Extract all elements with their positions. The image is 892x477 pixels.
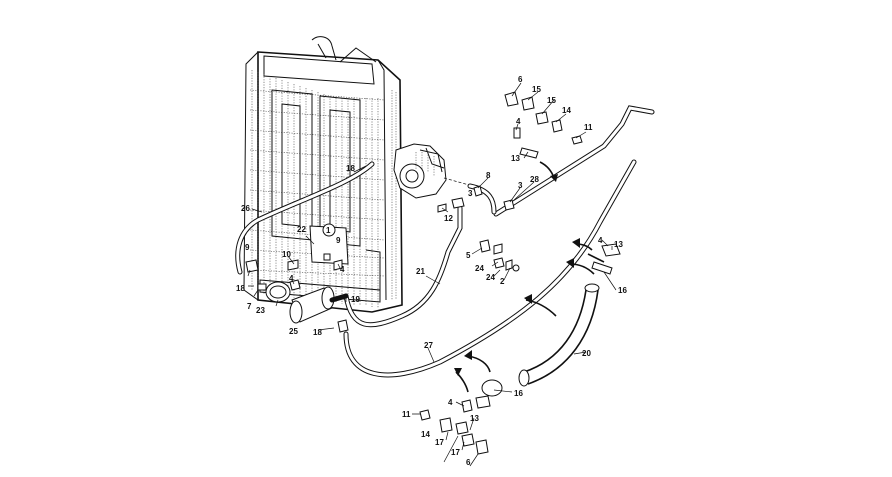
- callout-23: 23: [256, 306, 265, 315]
- callout-3-b: 3: [518, 181, 523, 190]
- callout-2: 2: [500, 277, 505, 286]
- callout-14-top: 14: [562, 106, 571, 115]
- callout-10: 10: [282, 250, 291, 259]
- callout-25: 25: [289, 327, 298, 336]
- callout-6-bottom: 6: [466, 458, 471, 467]
- callout-4-left: 4: [289, 274, 294, 283]
- direction-arrows: [454, 161, 595, 393]
- leader-lines: [247, 82, 617, 467]
- callout-11-top: 11: [584, 123, 593, 132]
- callout-18-bottom: 18: [313, 328, 322, 337]
- callout-8: 8: [486, 171, 491, 180]
- callout-13-right: 13: [614, 240, 623, 249]
- callout-21: 21: [416, 267, 425, 276]
- callout-14-bottom: 14: [421, 430, 430, 439]
- receiver-drier: [289, 286, 349, 324]
- callout-4-mid: 4: [340, 265, 345, 274]
- callout-19: 19: [351, 295, 360, 304]
- callout-20: 20: [582, 349, 591, 358]
- callout-1: 1: [326, 226, 331, 235]
- callout-16-right: 16: [618, 286, 627, 295]
- callout-18-top: 18: [346, 164, 355, 173]
- callout-11-bottom: 11: [402, 410, 411, 419]
- callout-13-bottom: 13: [470, 414, 479, 423]
- callout-12: 12: [444, 214, 453, 223]
- callout-3-a: 3: [468, 189, 473, 198]
- callout-27: 27: [424, 341, 433, 350]
- callout-18-left: 18: [236, 284, 245, 293]
- callout-24-a: 24: [475, 264, 484, 273]
- callout-15-b: 15: [547, 96, 556, 105]
- callout-17-a: 17: [435, 438, 444, 447]
- callout-28: 28: [530, 175, 539, 184]
- callout-24-b: 24: [486, 273, 495, 282]
- clamp-23: [265, 281, 291, 303]
- callout-15-a: 15: [532, 85, 541, 94]
- callout-5: 5: [466, 251, 471, 260]
- callout-9-b: 9: [245, 243, 250, 252]
- radiator-assembly: [243, 36, 403, 313]
- callout-4-top: 4: [516, 117, 521, 126]
- callout-13-top: 13: [511, 154, 520, 163]
- callout-22: 22: [297, 225, 306, 234]
- callout-7: 7: [247, 302, 252, 311]
- callout-4-bottom: 4: [448, 398, 453, 407]
- callout-9-a: 9: [336, 236, 341, 245]
- callout-26: 26: [241, 204, 250, 213]
- callout-4-right: 4: [598, 236, 603, 245]
- callout-17-b: 17: [451, 448, 460, 457]
- hardware-parts: [245, 91, 621, 455]
- callout-16-bottom: 16: [514, 389, 523, 398]
- callout-labels: 6 15 15 14 4 11 13 8 3 3 28 12 18 26 22 …: [236, 75, 627, 467]
- hose-lines: [235, 105, 655, 387]
- callout-6-top: 6: [518, 75, 523, 84]
